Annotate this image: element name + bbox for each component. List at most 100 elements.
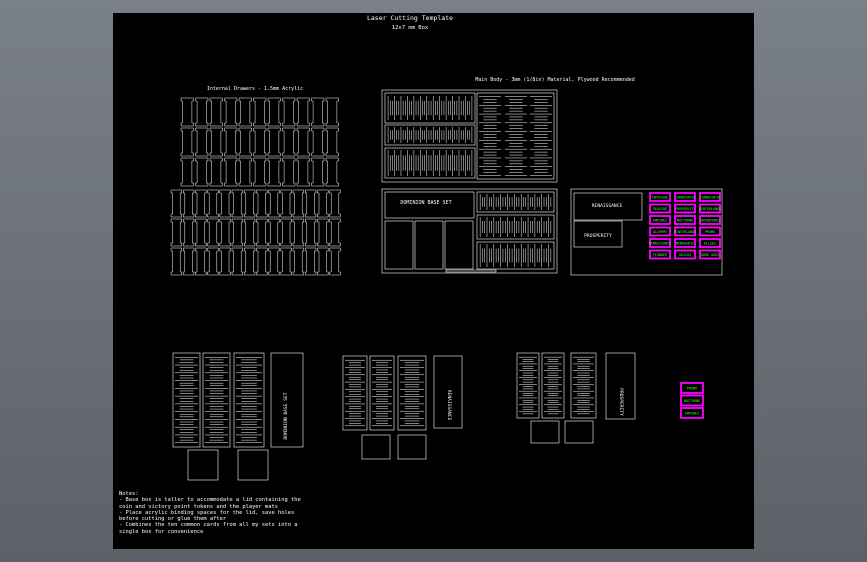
drawer-panel (329, 189, 341, 218)
drawer-front (564, 420, 594, 444)
expansion-tag: CORNUCOPIA (699, 192, 721, 202)
base-set-card-well (444, 220, 474, 270)
drawer-panel (296, 97, 310, 127)
tray-slot-area (476, 241, 555, 270)
drawer-tower (516, 352, 540, 419)
drawer-tower (233, 352, 265, 448)
drawer-panel (329, 247, 341, 276)
drawer-panel (253, 157, 267, 187)
tag-outline (674, 238, 696, 248)
tower-slots (573, 356, 594, 415)
tower-slots (544, 356, 562, 415)
expansion-tag: EMPIRES (649, 215, 671, 225)
drawer-panel (268, 189, 280, 218)
drawer-panel (224, 127, 238, 157)
tag-label: PROMO (705, 230, 715, 234)
tower-slots (372, 359, 392, 427)
drawer-panel (231, 218, 244, 247)
drawer-panel (182, 218, 195, 247)
drawer-panel (267, 157, 281, 187)
expansion-tag: NOCTURNE (674, 215, 696, 225)
drawer-panel (317, 189, 329, 218)
drawer-panel (256, 247, 268, 276)
drawer-front (397, 434, 427, 460)
drawer-panel (267, 97, 281, 127)
drawer-front (237, 449, 269, 481)
drawer-panel (180, 97, 194, 127)
drawer-panel (267, 127, 281, 157)
tray-slot-area (384, 147, 476, 179)
drawer-panel (238, 157, 252, 187)
drawer-front (187, 449, 219, 481)
tower-slots (345, 359, 365, 427)
drawer-panel (209, 127, 223, 157)
drawer-panel (195, 218, 207, 247)
drawer-panel (243, 218, 256, 247)
tag-label: HINTERLANDS (699, 207, 721, 211)
drawer-panel (282, 127, 296, 157)
drawer-panel (256, 218, 268, 247)
expansion-tag: GUILDS (674, 249, 696, 260)
tag-outline (674, 192, 696, 202)
expansion-tag: PROMO (680, 382, 704, 394)
drawer-panel (296, 127, 310, 157)
drawer-panel (207, 247, 219, 276)
tray-slots (505, 96, 527, 176)
drawer-panel (209, 157, 223, 187)
side-panel-dominion (270, 352, 304, 448)
note-line: - Place acrylic binding spaces for the l… (119, 509, 295, 516)
drawer-panel (219, 189, 231, 218)
tag-outline (649, 192, 671, 202)
tag-outline (674, 226, 696, 237)
tag-outline (680, 382, 704, 394)
note-line: single box for convenience (119, 528, 204, 535)
sheet-title: Laser Cutting Template (367, 14, 453, 22)
dominion-base-set-label: DOMINION BASE SET (400, 200, 451, 206)
tag-label: DARK AGES (701, 253, 719, 257)
tower-slots (175, 357, 198, 443)
drawer-panel (170, 218, 183, 247)
drawer-tower (570, 352, 597, 419)
tag-label: NOCTURNE (684, 399, 700, 403)
tag-outline (699, 226, 721, 237)
drawer-panel (180, 157, 194, 187)
tray-slot-area (476, 214, 555, 240)
drawer-panel (243, 247, 256, 276)
drawer-panel (292, 218, 305, 247)
expansion-tag: ALCHEMY (649, 226, 671, 237)
internal-drawers-label: Internal Drawers - 1.5mm Acrylic (207, 86, 303, 92)
prosperity-box (573, 220, 623, 248)
side-panel-prosperity (605, 352, 636, 420)
tower-slots (519, 356, 537, 415)
drawer-panel (280, 218, 292, 247)
notes-heading: Notes: (119, 491, 139, 497)
drawer-panel (280, 189, 292, 218)
drawer-panel (182, 189, 195, 218)
base-set-card-well (414, 220, 444, 270)
tag-label: RENAISSANCE (649, 241, 671, 245)
expansion-tag: PROMO (699, 226, 721, 237)
tag-outline (699, 249, 721, 260)
drawer-panel (224, 97, 238, 127)
side-panel-renaissance (433, 355, 463, 429)
main-body-panel-top (381, 89, 558, 183)
drawer-panel (292, 189, 305, 218)
tag-label: CORNUCOPIA (700, 195, 720, 199)
tray-slots (530, 96, 552, 176)
drawer-panel (207, 189, 219, 218)
tower-slots (400, 359, 424, 427)
expansion-tag: ALLIES (699, 238, 721, 248)
expansion-tag: NOCTURNE (680, 394, 704, 407)
drawer-panel (311, 157, 325, 187)
drawer-panel (219, 218, 231, 247)
drawer-panel (195, 157, 209, 187)
drawer-panel (329, 218, 341, 247)
drawer-panel (231, 247, 244, 276)
tray-slot-area (384, 92, 476, 124)
tag-outline (649, 238, 671, 248)
cad-drawing-canvas: Laser Cutting Template 12x7 mm Box Inter… (170, 14, 723, 481)
drawer-panel (268, 218, 280, 247)
tower-slots (236, 357, 262, 443)
drawer-panel (253, 97, 267, 127)
tag-label: PLUNDER (653, 253, 668, 257)
